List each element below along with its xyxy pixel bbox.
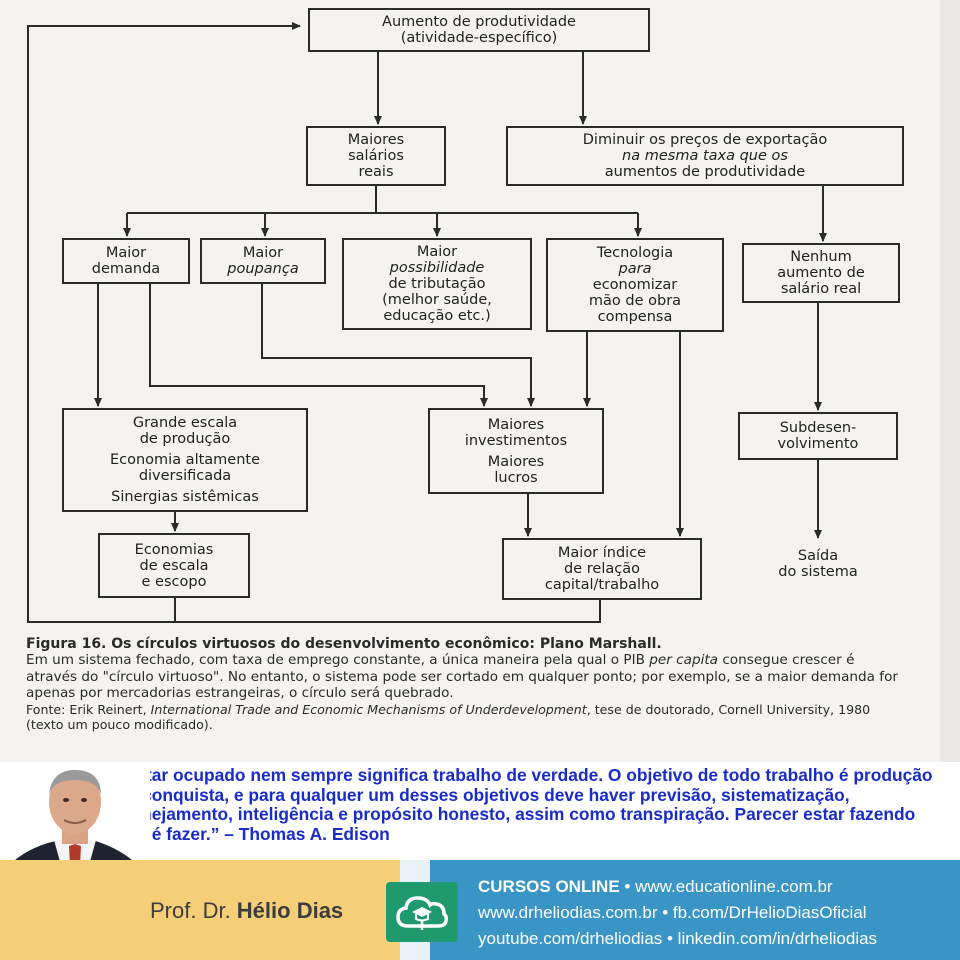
box-line: Grande escala: [132, 415, 238, 431]
box-line: compensa: [597, 309, 673, 325]
box-line: diversificada: [138, 468, 232, 484]
caption-title: Figura 16. Os círculos virtuosos do dese…: [26, 636, 662, 652]
box-line: mão de obra: [588, 293, 682, 309]
box-line: reais: [358, 164, 394, 180]
box-line: investimentos: [464, 432, 568, 449]
caption-body-italic: per capita: [649, 652, 719, 669]
box-line: de escala: [139, 557, 209, 574]
box-line: e escopo: [141, 573, 207, 590]
footer-right-panel: [430, 860, 960, 960]
prof-name: Prof. Dr. Hélio Dias: [150, 898, 343, 924]
education-link[interactable]: • www.educationline.com.br: [619, 877, 833, 896]
box-nenhum-aumento: Nenhum aumento de salário real: [742, 243, 900, 303]
box-maiores-salarios: Maiores salários reais: [306, 126, 446, 186]
box-line: aumento de: [777, 265, 865, 281]
box-aumento-produtividade: Aumento de produtividade (atividade-espe…: [308, 8, 650, 52]
cloud-graduation-icon: [386, 882, 458, 942]
box-line: capital/trabalho: [544, 577, 660, 593]
arrow-feedback-loop: [27, 22, 301, 623]
footer-left-panel: [0, 860, 400, 960]
footer-line-2[interactable]: www.drheliodias.com.br • fb.com/DrHelioD…: [478, 903, 867, 922]
box-line: Maiores: [487, 453, 545, 470]
box-line: de relação: [564, 561, 640, 577]
box-line: economizar: [592, 277, 678, 293]
box-subdesenvolvimento: Subdesen- volvimento: [738, 412, 898, 460]
box-line: Maior: [416, 244, 458, 260]
box-line: salário real: [780, 281, 862, 297]
box-line: de tributação: [388, 276, 486, 292]
box-line: Maiores: [487, 416, 545, 433]
footer-links: CURSOS ONLINE • www.educationline.com.br…: [478, 874, 948, 952]
box-line: poupança: [227, 261, 299, 277]
box-line: Maior: [242, 245, 284, 261]
source-2: , tese de doutorado, Cornell University,…: [26, 702, 871, 733]
box-line: Sinergias sistêmicas: [111, 489, 259, 505]
line-indice-loop: [175, 598, 601, 623]
box-line: Maior índice: [557, 545, 647, 561]
box-line: de produção: [139, 431, 231, 447]
box-maiores-investimentos: Maiores investimentos Maiores lucros: [428, 408, 604, 494]
edison-quote: “Estar ocupado nem sempre significa trab…: [116, 765, 933, 844]
arrow-poupanca-investimentos: [261, 282, 535, 407]
saida-line: Saída: [797, 548, 839, 564]
box-line: Diminuir os preços de exportação: [582, 132, 828, 148]
cloud-icon: [396, 896, 448, 930]
box-line: Maiores: [347, 132, 405, 148]
box-line: Aumento de produtividade: [382, 14, 576, 30]
box-maior-demanda: Maior demanda: [62, 238, 190, 284]
source-italic: International Trade and Economic Mechani…: [150, 702, 587, 718]
box-line: possibilidade: [389, 260, 485, 276]
prof-prefix: Prof. Dr.: [150, 898, 237, 923]
box-line: Economia altamente: [109, 452, 261, 468]
box-tecnologia: Tecnologia para economizar mão de obra c…: [546, 238, 724, 332]
box-line: educação etc.): [383, 308, 491, 324]
box-line: (atividade-específico): [400, 30, 558, 46]
source-1: Fonte: Erik Reinert,: [26, 702, 151, 718]
box-line: Subdesen-: [779, 420, 857, 436]
cursos-online-label: CURSOS ONLINE: [478, 877, 620, 896]
box-line: Maior: [105, 245, 147, 261]
box-line: Economias: [134, 541, 214, 558]
box-line: para: [618, 261, 652, 277]
box-line: demanda: [91, 261, 161, 277]
box-line: aumentos de produtividade: [604, 164, 806, 180]
box-maior-poupanca: Maior poupança: [200, 238, 326, 284]
saida-line: do sistema: [778, 564, 858, 580]
box-line: (melhor saúde,: [382, 292, 492, 308]
footer-line-1: CURSOS ONLINE • www.educationline.com.br: [478, 874, 948, 900]
page-edge: [940, 0, 960, 762]
prof-bold-name: Hélio Dias: [236, 898, 344, 923]
box-diminuir-precos: Diminuir os preços de exportação na mesm…: [506, 126, 904, 186]
box-line: na mesma taxa que os: [622, 148, 788, 164]
box-line: Tecnologia: [596, 245, 674, 261]
figure-caption: Figura 16. Os círculos virtuosos do dese…: [26, 636, 906, 732]
caption-source: Fonte: Erik Reinert, International Trade…: [26, 702, 906, 732]
box-grande-escala: Grande escala de produção Economia altam…: [62, 408, 308, 512]
box-maior-indice: Maior índice de relação capital/trabalho: [502, 538, 702, 600]
box-line: Nenhum: [790, 249, 852, 265]
caption-body-2: consegue crescer é através do "círculo v…: [26, 652, 898, 701]
box-line: salários: [348, 148, 404, 164]
box-possibilidade-tributacao: Maior possibilidade de tributação (melho…: [342, 238, 532, 330]
box-line: lucros: [494, 469, 538, 486]
footer-line-3[interactable]: youtube.com/drheliodias • linkedin.com/i…: [478, 929, 878, 948]
box-economias-escala: Economias de escala e escopo: [98, 533, 250, 598]
arrow-demanda-investimentos: [149, 282, 488, 407]
caption-body-1: Em um sistema fechado, com taxa de empre…: [26, 652, 650, 669]
caption-body: Em um sistema fechado, com taxa de empre…: [26, 652, 906, 701]
saida-do-sistema: Saída do sistema: [748, 548, 888, 580]
box-line: volvimento: [777, 436, 859, 452]
diagram-connectors: [27, 22, 827, 623]
